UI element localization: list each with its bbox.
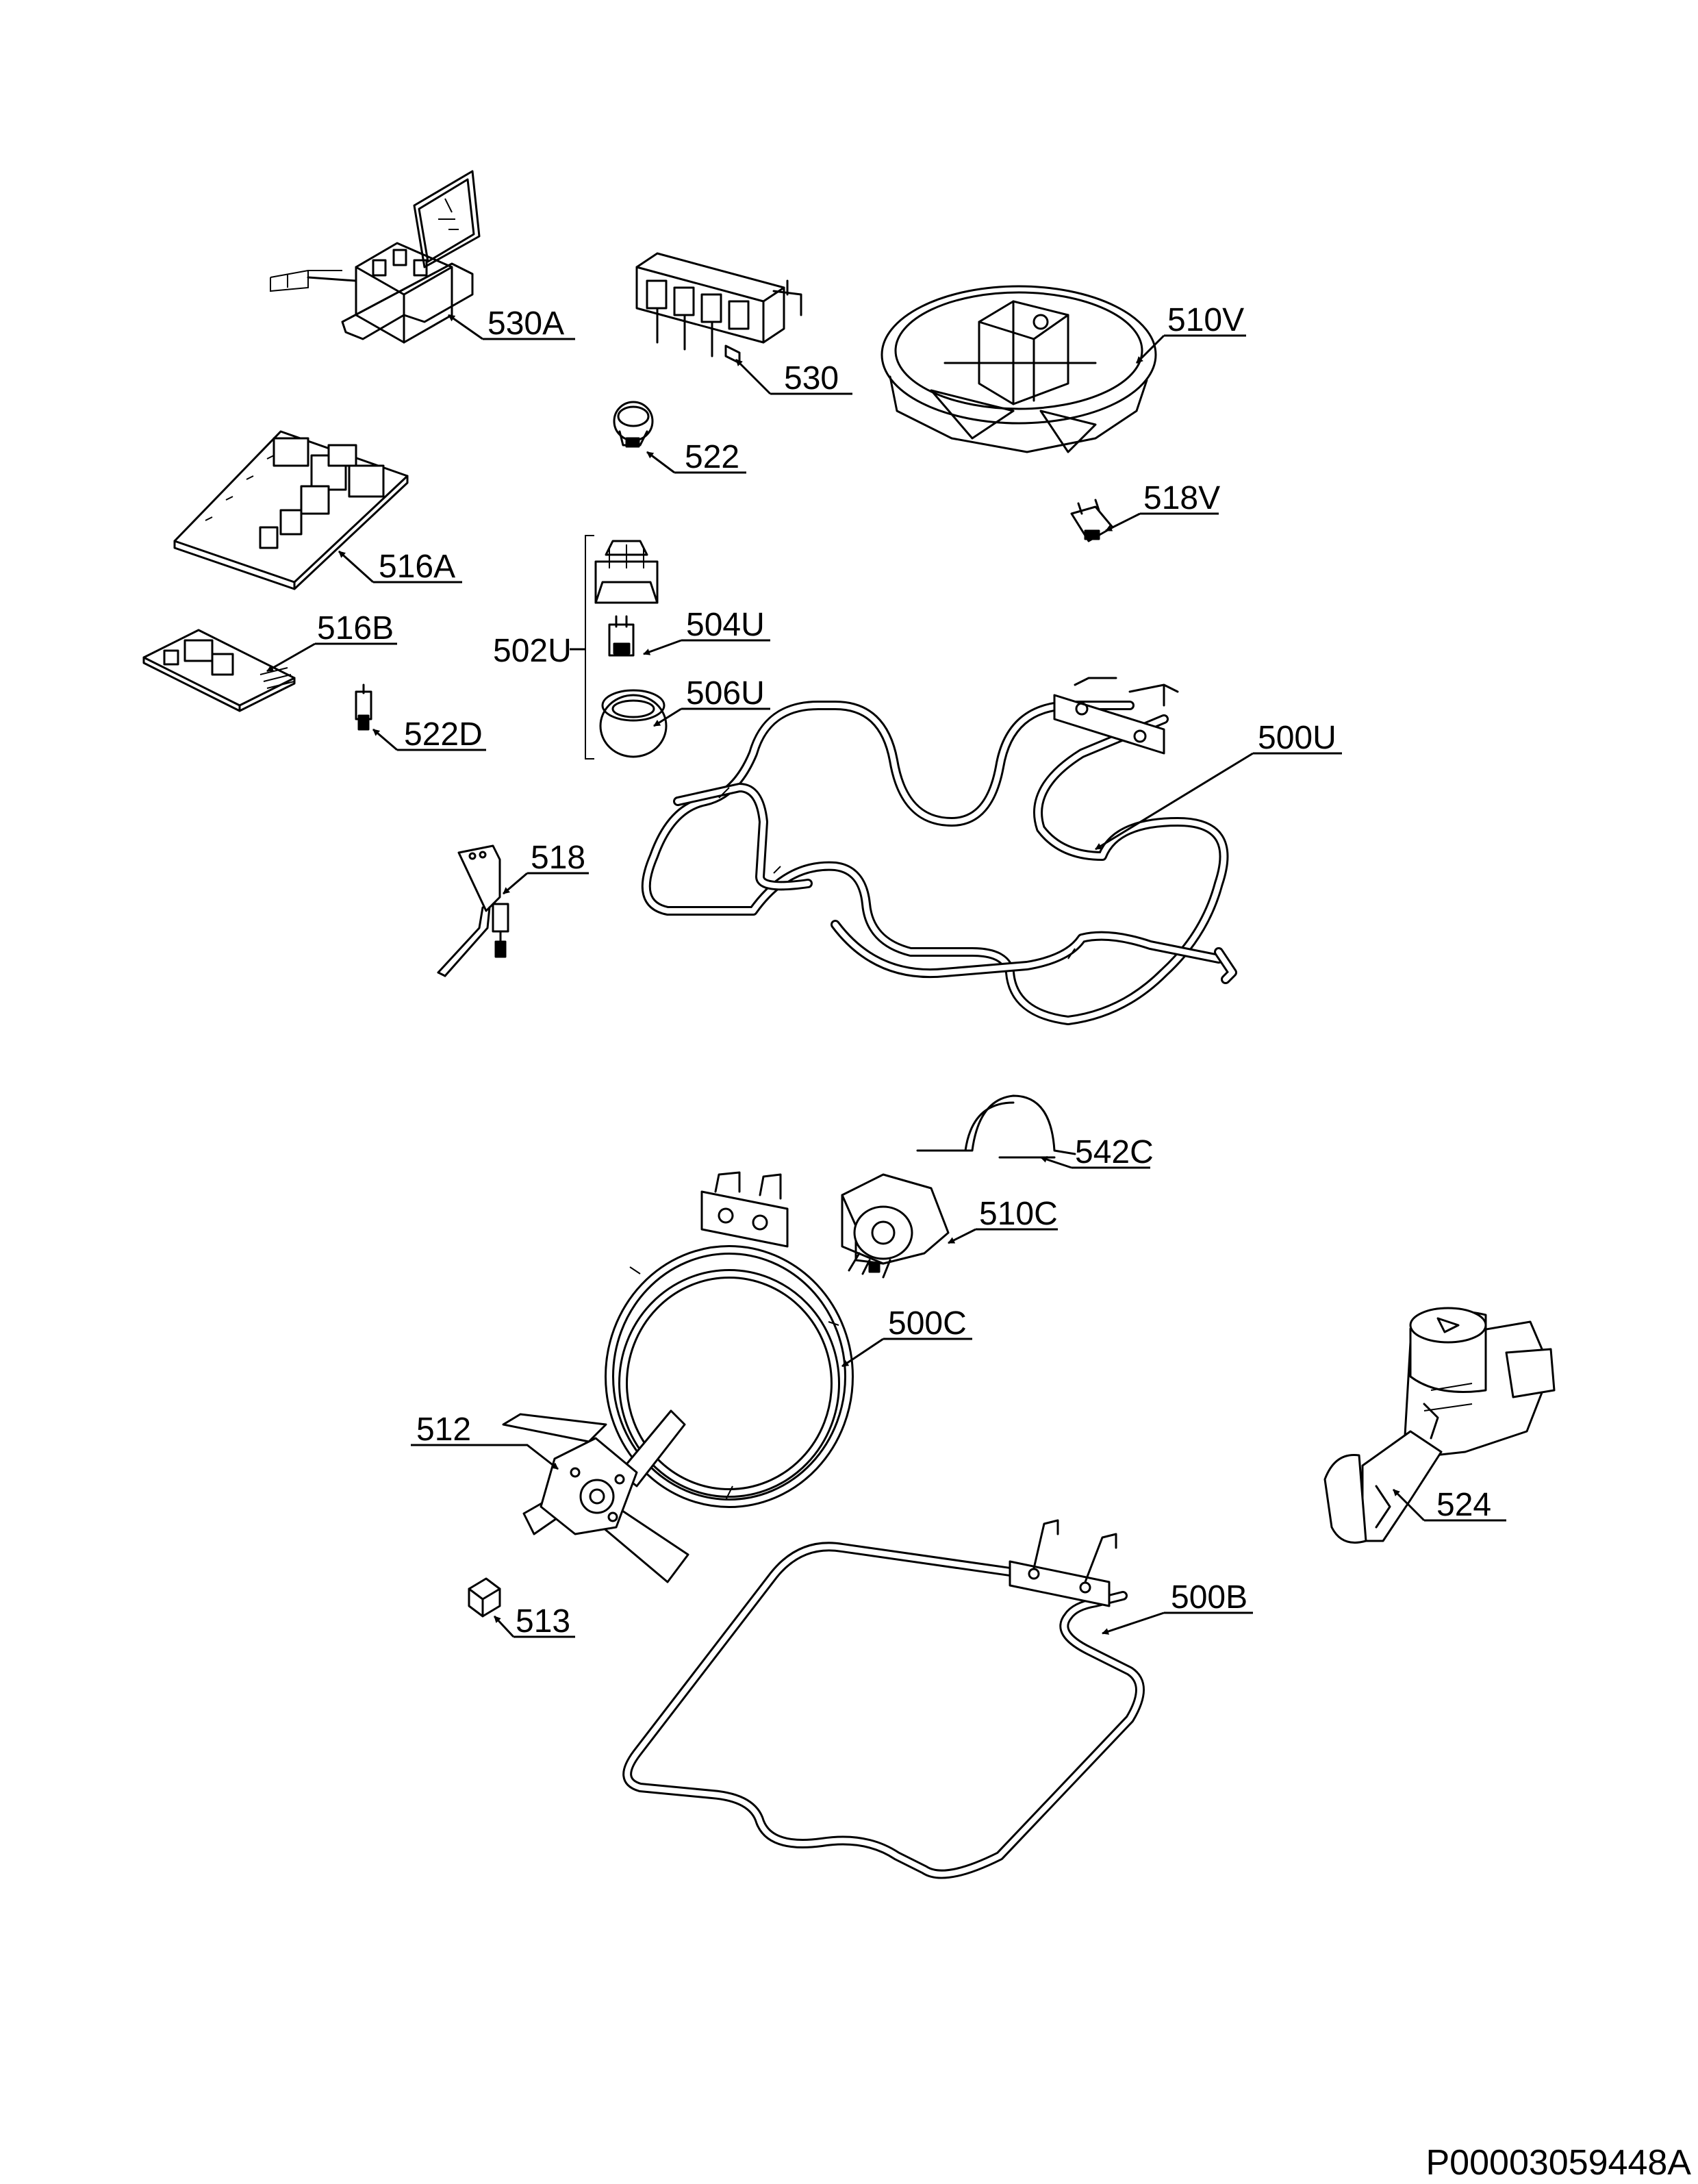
part-506u-lamp-cover[interactable] — [599, 689, 668, 758]
callout-502u: 502U — [493, 633, 585, 669]
callout-506u[interactable]: 506U — [653, 675, 770, 727]
part-518-oven-sensor[interactable] — [437, 844, 509, 977]
label-522: 522 — [685, 439, 739, 475]
part-513-fan-nut[interactable] — [468, 1577, 501, 1618]
label-518: 518 — [531, 840, 585, 876]
part-504u-lamp-bulb[interactable] — [608, 615, 635, 657]
label-500c: 500C — [888, 1305, 967, 1342]
document-id: P00003059448A — [1426, 2143, 1692, 2183]
callout-524[interactable]: 524 — [1392, 1487, 1506, 1523]
part-530a-terminal-block[interactable] — [270, 170, 481, 344]
part-500b-bottom-heating-element[interactable] — [622, 1519, 1145, 1879]
label-510c: 510C — [979, 1196, 1058, 1232]
callout-510c[interactable]: 510C — [948, 1196, 1058, 1244]
label-500b: 500B — [1171, 1579, 1247, 1616]
label-542c: 542C — [1075, 1134, 1154, 1170]
callout-500c[interactable]: 500C — [841, 1305, 972, 1368]
part-530-terminal-strip[interactable] — [635, 252, 802, 364]
part-522-lamp-holder[interactable] — [613, 401, 654, 448]
part-542c-retaining-wire[interactable] — [916, 1094, 1076, 1159]
part-524-door-lock[interactable] — [1323, 1307, 1556, 1544]
callout-522[interactable]: 522 — [646, 439, 746, 475]
label-500u: 500U — [1258, 720, 1336, 756]
part-510v-cooling-fan[interactable] — [880, 285, 1157, 453]
callout-530a[interactable]: 530A — [448, 305, 575, 342]
callout-513[interactable]: 513 — [493, 1603, 575, 1640]
label-504u: 504U — [686, 607, 765, 643]
label-512: 512 — [416, 1411, 471, 1448]
callout-522d[interactable]: 522D — [372, 716, 486, 753]
label-506u: 506U — [686, 675, 765, 712]
callout-510v[interactable]: 510V — [1135, 302, 1246, 364]
callout-516a[interactable]: 516A — [338, 549, 462, 585]
part-502u-lamp-socket[interactable] — [594, 540, 659, 604]
part-512-fan-blade[interactable] — [502, 1409, 689, 1583]
label-502u: 502U — [493, 633, 572, 669]
label-513: 513 — [516, 1603, 570, 1640]
group-bracket — [585, 535, 594, 760]
label-524: 524 — [1436, 1487, 1491, 1523]
label-516a: 516A — [379, 549, 455, 585]
label-510v: 510V — [1167, 302, 1244, 338]
label-516b: 516B — [317, 610, 394, 647]
label-530: 530 — [784, 360, 839, 397]
callout-500u[interactable]: 500U — [1095, 720, 1342, 851]
label-522d: 522D — [404, 716, 483, 753]
callout-512[interactable]: 512 — [411, 1411, 559, 1470]
callout-500b[interactable]: 500B — [1102, 1579, 1253, 1635]
callout-518v[interactable]: 518V — [1105, 480, 1220, 532]
part-516b-small-board[interactable] — [142, 629, 296, 712]
callout-518[interactable]: 518 — [503, 840, 589, 895]
part-510c-fan-motor[interactable] — [841, 1173, 950, 1279]
callout-530[interactable]: 530 — [735, 358, 852, 397]
part-516a-main-board[interactable] — [173, 430, 409, 590]
label-518v: 518V — [1143, 480, 1220, 516]
part-522d-switch[interactable] — [355, 683, 372, 731]
callout-504u[interactable]: 504U — [643, 607, 770, 655]
callout-516b[interactable]: 516B — [266, 610, 397, 673]
part-500u-top-heating-element[interactable] — [641, 677, 1237, 1025]
label-530a: 530A — [487, 305, 564, 342]
part-518v-thermostat[interactable] — [1070, 499, 1114, 542]
part-500c-circular-heating-element[interactable] — [605, 1171, 854, 1508]
callout-542c[interactable]: 542C — [1040, 1134, 1154, 1170]
